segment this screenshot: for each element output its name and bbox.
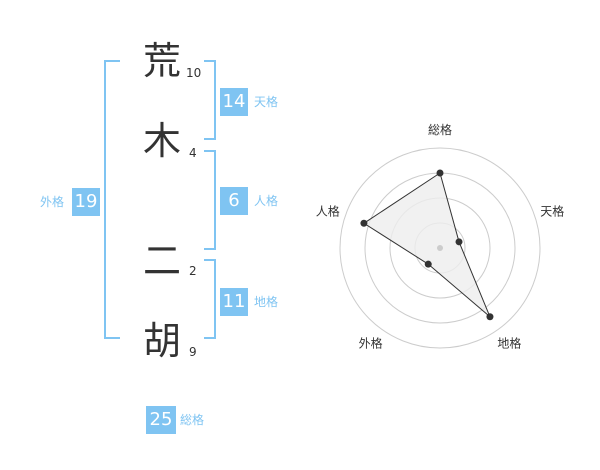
chikaku-label: 地格 (254, 295, 279, 309)
radar-axis-label: 天格 (540, 204, 564, 219)
name-char-3: 二 (142, 239, 181, 283)
radar-shape (362, 172, 491, 318)
radar-axis-label: 人格 (316, 204, 340, 219)
gaikaku-bracket (104, 60, 120, 339)
jinkaku-value-badge: 6 (220, 187, 248, 215)
stroke-count-3: 2 (189, 264, 197, 278)
chikaku-bracket (204, 259, 216, 339)
radar-point-2 (486, 313, 494, 321)
stroke-count-1: 10 (186, 66, 202, 80)
radar-ring (339, 147, 541, 349)
name-char-4: 胡 (142, 319, 181, 363)
tenkaku-label: 天格 (254, 95, 279, 109)
gaikaku-value-badge: 19 (72, 188, 100, 216)
jinkaku-bracket (204, 150, 216, 250)
gaikaku-label: 外格 (40, 195, 65, 209)
stroke-count-2: 4 (189, 146, 197, 160)
stroke-count-4: 9 (189, 345, 197, 359)
radar-center-dot (437, 245, 443, 251)
radar-axis-label: 地格 (497, 335, 521, 350)
radar-axis-label: 外格 (359, 335, 383, 350)
soukaku-value-badge: 25 (146, 406, 176, 434)
soukaku-label: 総格 (180, 413, 205, 427)
radar-point-1 (455, 238, 463, 246)
chikaku-value-badge: 11 (220, 288, 248, 316)
tenkaku-value-badge: 14 (220, 88, 248, 116)
radar-point-4 (360, 219, 368, 227)
name-char-1: 荒 (142, 39, 181, 83)
radar-axis-label: 総格 (428, 122, 452, 137)
radar-points (360, 169, 494, 321)
name-char-2: 木 (142, 119, 181, 163)
radar-point-0 (436, 169, 444, 177)
tenkaku-bracket (204, 60, 216, 140)
jinkaku-label: 人格 (254, 194, 279, 208)
radar-point-3 (424, 260, 432, 268)
